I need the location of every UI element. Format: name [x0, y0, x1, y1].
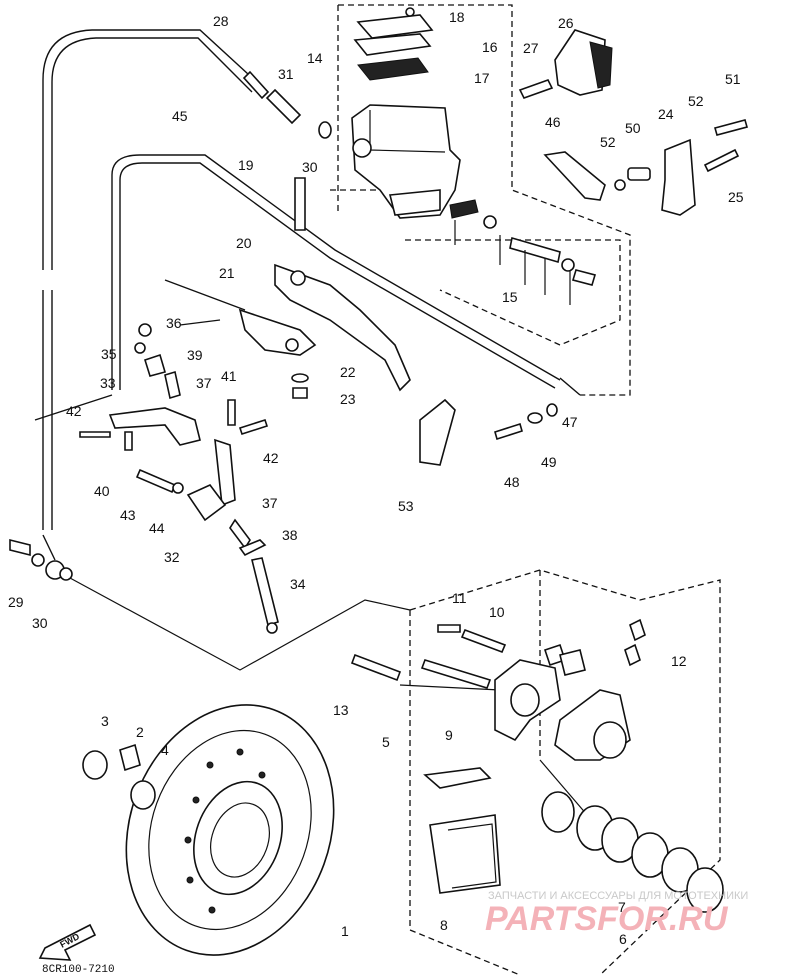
- part-label: 43: [120, 507, 136, 523]
- cable-bracket-21: [164, 279, 317, 356]
- brake-disc: [125, 704, 335, 956]
- brake-lever: [274, 263, 411, 392]
- part-label: 21: [219, 265, 235, 281]
- disc-hardware: [82, 743, 156, 810]
- part-label: 19: [238, 157, 254, 173]
- part-label: 3: [101, 713, 109, 729]
- part-label: 30: [32, 615, 48, 631]
- part-label: 20: [236, 235, 252, 251]
- brake-linkage: [79, 323, 279, 634]
- part-label: 16: [482, 39, 498, 55]
- part-label: 48: [504, 474, 520, 490]
- part-label: 12: [671, 653, 687, 669]
- part-label: 37: [262, 495, 278, 511]
- part-label: 33: [100, 375, 116, 391]
- part-label: 39: [187, 347, 203, 363]
- part-label: 14: [307, 50, 323, 66]
- part-label: 9: [445, 727, 453, 743]
- part-label: 52: [600, 134, 616, 150]
- part-label: 46: [545, 114, 561, 130]
- part-label: 23: [340, 391, 356, 407]
- watermark: ЗАПЧАСТИ И АКСЕССУАРЫ ДЛЯ МОТОТЕХНИКИ PA…: [485, 890, 748, 938]
- fwd-arrow-icon: FWD: [38, 923, 97, 961]
- part-label: 22: [340, 364, 356, 380]
- part-label: 37: [196, 375, 212, 391]
- reservoir-cap: [353, 7, 434, 81]
- part-label: 44: [149, 520, 165, 536]
- lever-bracket: [543, 119, 748, 216]
- piston-seals: [541, 791, 724, 913]
- part-label: 10: [489, 604, 505, 620]
- part-label: 32: [164, 549, 180, 565]
- part-label: 29: [8, 594, 24, 610]
- part-label: 11: [452, 590, 467, 606]
- part-label: 50: [625, 120, 641, 136]
- part-label: 7: [618, 899, 626, 915]
- piston-kit-15: [449, 199, 597, 305]
- leader-lines: [69, 319, 601, 831]
- brake-cable-45: [34, 154, 581, 421]
- small-hardware: [242, 70, 558, 466]
- part-label: 15: [502, 289, 518, 305]
- part-label: 6: [619, 931, 627, 947]
- part-label: 25: [728, 189, 744, 205]
- caliper-assembly: [350, 618, 646, 761]
- part-label: 41: [221, 368, 237, 384]
- part-label: 45: [172, 108, 188, 124]
- part-label: 35: [101, 346, 117, 362]
- part-label: 36: [166, 315, 182, 331]
- part-label: 4: [161, 742, 169, 758]
- part-label: 24: [658, 106, 674, 122]
- part-label: 18: [449, 9, 465, 25]
- part-label: 17: [474, 70, 490, 86]
- watermark-brand: PARTSFOR.RU: [485, 900, 729, 938]
- part-label: 38: [282, 527, 298, 543]
- part-label: 47: [562, 414, 578, 430]
- part-label: 31: [278, 66, 294, 82]
- brake-light-switch: [518, 29, 613, 99]
- part-label: 26: [558, 15, 574, 31]
- part-label: 40: [94, 483, 110, 499]
- part-labels: 28 18 16 14 17 26 27 31 51 52 45 46 24 5…: [8, 9, 744, 947]
- part-label: 52: [688, 93, 704, 109]
- part-label: 51: [725, 71, 741, 87]
- part-label: 53: [398, 498, 414, 514]
- diagram-code: 8CR100-7210: [42, 964, 115, 976]
- part-label: 8: [440, 917, 448, 933]
- part-label: 49: [541, 454, 557, 470]
- part-label: 1: [341, 923, 349, 939]
- banjo-bolt-group: [9, 538, 73, 581]
- part-label: 13: [333, 702, 349, 718]
- part-label: 42: [263, 450, 279, 466]
- part-label: 2: [136, 724, 144, 740]
- part-label: 5: [382, 734, 390, 750]
- part-label: 27: [523, 40, 539, 56]
- part-label: 42: [66, 403, 82, 419]
- brake-pads: [423, 767, 501, 894]
- part-label: 30: [302, 159, 318, 175]
- master-cylinder: [351, 104, 461, 219]
- part-label: 34: [290, 576, 306, 592]
- brake-cable-28: [42, 29, 261, 561]
- part-label: 28: [213, 13, 229, 29]
- watermark-tagline: ЗАПЧАСТИ И АКСЕССУАРЫ ДЛЯ МОТОТЕХНИКИ: [488, 890, 748, 902]
